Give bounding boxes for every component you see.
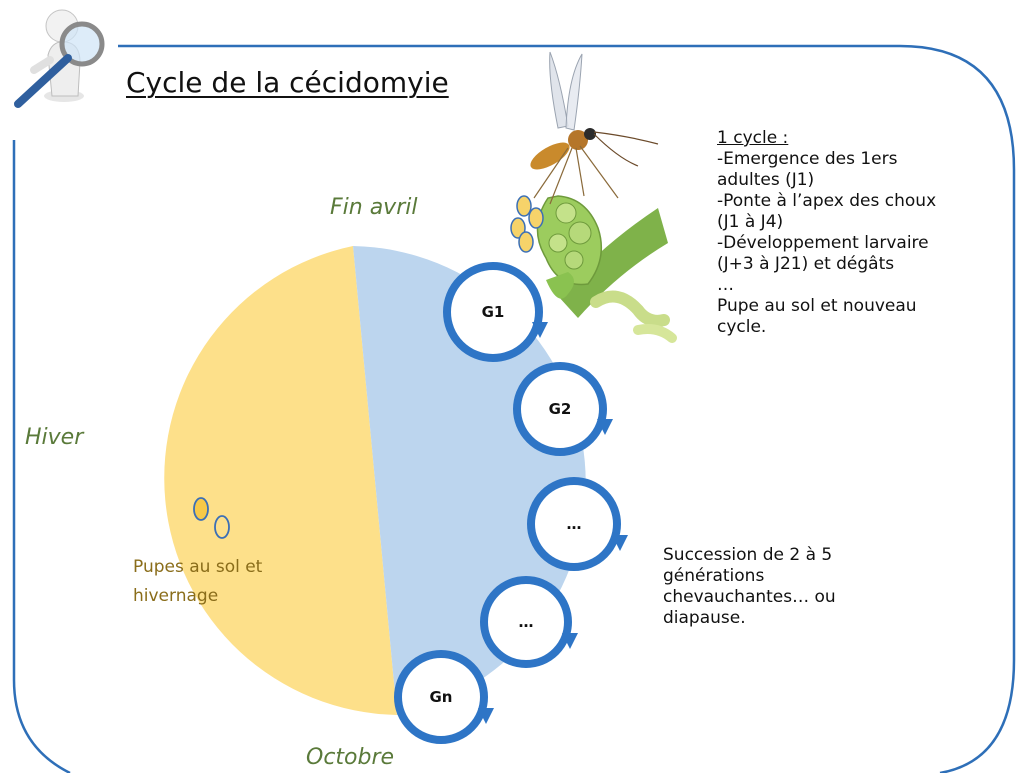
generation-label: … — [567, 515, 582, 533]
pupa-icon — [214, 515, 230, 539]
season-spring-label: Fin avril — [330, 195, 418, 220]
generation-label: G1 — [482, 303, 505, 321]
winter-half — [164, 246, 397, 715]
page-title: Cycle de la cécidomyie — [126, 66, 449, 99]
cycle-info-line: -Emergence des 1ers — [717, 149, 898, 169]
cycle-info-line: adultes (J1) — [717, 170, 815, 190]
generation-label: G2 — [549, 400, 572, 418]
cabbage-apex-icon — [536, 195, 668, 318]
generation-ring-gn: Gn — [394, 650, 494, 744]
cycle-info-line: (J+3 à J21) et dégâts — [717, 254, 895, 274]
magnifier-figure-icon — [14, 9, 105, 108]
generation-ring-g2: G2 — [513, 362, 613, 456]
generation-label: Gn — [430, 688, 453, 706]
midge-illustration — [510, 51, 677, 343]
cycle-info-line: … — [717, 275, 734, 295]
egg-cluster-icon — [510, 195, 544, 253]
generation-ring-g1: G1 — [443, 262, 548, 362]
larva-icon — [590, 290, 677, 343]
pupae-label: Pupes au sol et hivernage — [133, 557, 263, 606]
generation-label: … — [519, 613, 534, 631]
cycle-info-line: cycle. — [717, 317, 767, 337]
pupa-icon — [193, 497, 209, 521]
cycle-info: 1 cycle : -Emergence des 1ers adultes (J… — [717, 128, 987, 338]
cycle-info-line: -Ponte à l’apex des choux — [717, 191, 937, 211]
season-autumn-label: Octobre — [306, 745, 395, 770]
season-winter-label: Hiver — [25, 425, 84, 450]
cycle-info-line: (J1 à J4) — [717, 212, 784, 232]
cycle-info-line: Pupe au sol et nouveau — [717, 296, 917, 316]
cycle-info-line: -Développement larvaire — [717, 233, 929, 253]
succession-text: Succession de 2 à 5 générations chevauch… — [663, 545, 836, 628]
cycle-info-heading: 1 cycle : — [717, 128, 789, 148]
gall-midge-icon — [530, 51, 659, 205]
generation-ring-4: … — [480, 576, 578, 668]
generation-ring-3: … — [527, 477, 628, 571]
